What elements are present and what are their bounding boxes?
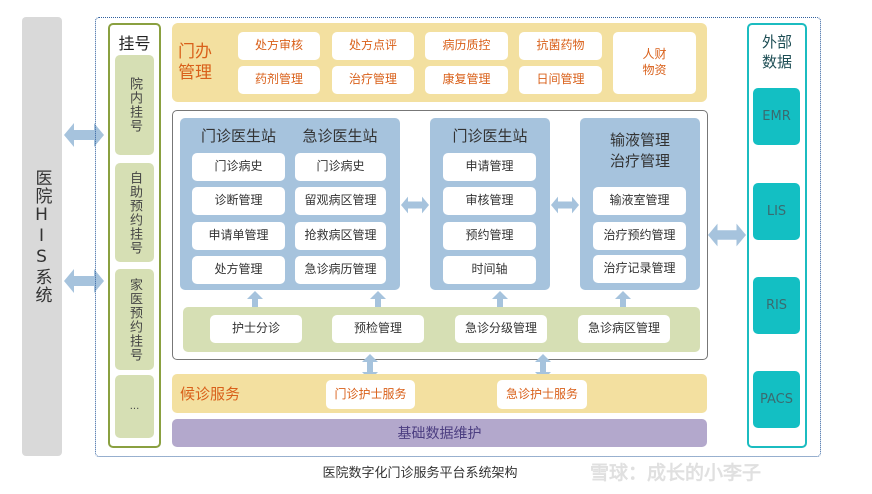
base-data-maintenance[interactable]: 基础数据维护 [172,419,707,447]
emergency-item[interactable]: 抢救病区管理 [295,222,386,250]
office-item[interactable]: 治疗管理 [332,66,414,94]
external-lis[interactable]: LIS [753,183,800,240]
outpatient-item[interactable]: 门诊病史 [192,153,285,181]
infusion-item[interactable]: 输液室管理 [593,187,686,215]
outpatient-station2-title: 门诊医生站 [452,127,528,145]
registration-title: 挂号 [118,34,151,53]
office-item[interactable]: 处方点评 [332,32,414,60]
station2-item[interactable]: 审核管理 [443,187,536,215]
treatment-title: 治疗管理 [609,152,670,170]
waiting-service-title: 候诊服务 [180,385,241,403]
office-item[interactable]: 康复管理 [425,66,508,94]
office-item[interactable]: 处方审核 [238,32,320,60]
platform-boundary [95,17,821,457]
waiting-service-panel [172,374,707,413]
outpatient-item[interactable]: 处方管理 [192,256,285,284]
nursing-item[interactable]: 护士分诊 [210,315,302,343]
outpatient-item[interactable]: 申请单管理 [192,222,285,250]
caption: 医院数字化门诊服务平台系统架构 [322,466,518,481]
infusion-item[interactable]: 治疗记录管理 [593,255,686,283]
nursing-item[interactable]: 预检管理 [332,315,424,343]
finance-label: 人财物资 [642,47,667,77]
external-title: 数据 [761,53,792,71]
bidirectional-arrow-icon [401,192,429,218]
office-management-title: 门办管理 [178,42,212,83]
registration-column [108,23,161,448]
waiting-item[interactable]: 门诊护士服务 [326,380,415,409]
registration-item[interactable]: 自助预约挂号 [115,163,154,262]
bidirectional-arrow-icon [551,192,579,218]
external-pacs[interactable]: PACS [753,371,800,428]
outpatient-item[interactable]: 诊断管理 [192,187,285,215]
infusion-title: 输液管理 [609,131,670,149]
emergency-item[interactable]: 门诊病史 [295,153,386,181]
base-data-label: 基础数据维护 [397,426,482,442]
emergency-item[interactable]: 留观病区管理 [295,187,386,215]
registration-item-more[interactable]: ... [115,375,154,438]
station2-item[interactable]: 申请管理 [443,153,536,181]
registration-item[interactable]: 院内挂号 [115,55,154,155]
registration-item[interactable]: 家医预约挂号 [115,269,154,370]
station2-item[interactable]: 时间轴 [443,256,536,284]
waiting-item[interactable]: 急诊护士服务 [497,380,587,409]
his-system-bar: 医院HIS系统 [22,17,62,456]
emergency-item[interactable]: 急诊病历管理 [295,256,386,284]
infusion-item[interactable]: 治疗预约管理 [593,222,686,250]
clinical-box [172,110,708,360]
office-item[interactable]: 药剂管理 [238,66,320,94]
station2-item[interactable]: 预约管理 [443,222,536,250]
external-title: 外部 [761,33,792,51]
emergency-station-title: 急诊医生站 [302,127,378,145]
nursing-item[interactable]: 急诊病区管理 [578,315,670,343]
office-item[interactable]: 抗菌药物 [519,32,602,60]
outpatient-station-title: 门诊医生站 [200,127,276,145]
external-data-column [747,23,807,448]
office-item[interactable]: 病历质控 [425,32,508,60]
bidirectional-arrow-icon [708,222,746,248]
external-emr[interactable]: EMR [753,88,800,145]
watermark: 雪球：成长的小李子 [590,462,762,484]
office-item[interactable]: 日间管理 [519,66,602,94]
nursing-item[interactable]: 急诊分级管理 [455,315,547,343]
external-ris[interactable]: RIS [753,277,800,334]
his-label: 医院HIS系统 [31,169,52,304]
office-item-finance[interactable]: 人财物资 [613,32,696,94]
